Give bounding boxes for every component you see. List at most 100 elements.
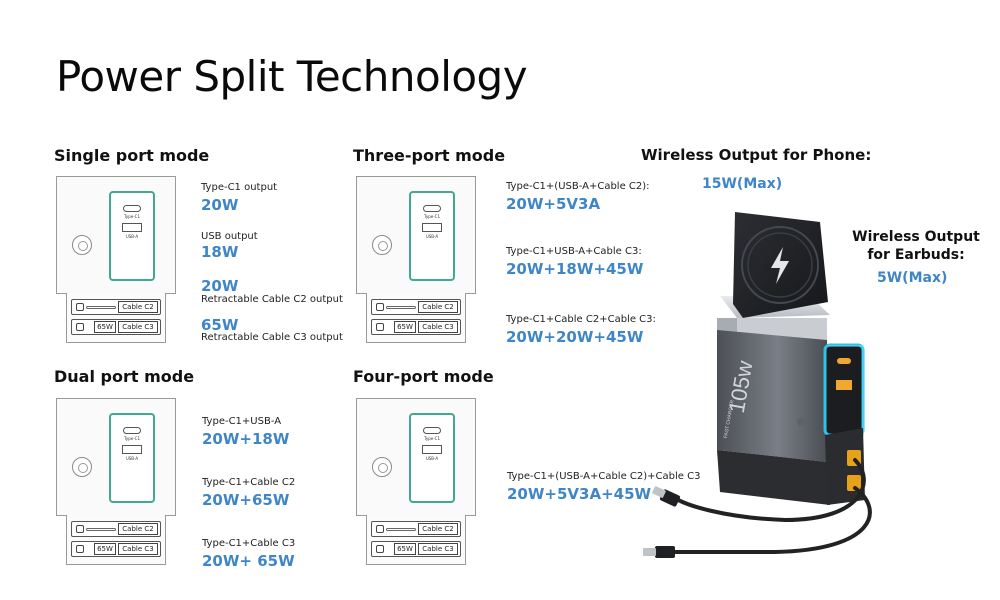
cable-c2-row: Cable C2 bbox=[71, 299, 161, 315]
cable-c3-label: Cable C3 bbox=[418, 543, 458, 555]
dual-port-heading: Dual port mode bbox=[54, 367, 195, 386]
cable-c2-row: Cable C2 bbox=[371, 521, 461, 537]
cable-c2-label: Cable C2 bbox=[118, 301, 158, 313]
cable-c3-label: Cable C3 bbox=[118, 543, 158, 555]
cable-compartment: Cable C2 65W Cable C3 bbox=[66, 293, 166, 343]
three-port-heading: Three-port mode bbox=[353, 146, 506, 165]
single-port-diagram: Type-C1 USB-A Cable C2 65W Cable C3 bbox=[56, 176, 176, 344]
three-value-1: 20W+5V3A bbox=[506, 195, 601, 213]
cable-c3-label: Cable C3 bbox=[118, 321, 158, 333]
dual-label-2: Type-C1+Cable C2 bbox=[202, 477, 296, 488]
single-value-4: 65W bbox=[201, 316, 239, 334]
watt-label: 65W bbox=[94, 543, 116, 555]
wireless-earbuds-heading: Wireless Output for Earbuds: bbox=[846, 228, 986, 264]
single-label-1: Type-C1 output bbox=[201, 182, 278, 193]
page-title: Power Split Technology bbox=[56, 52, 528, 101]
usb-a-label: USB-A bbox=[125, 456, 139, 461]
type-c1-label: Type-C1 bbox=[124, 214, 140, 219]
cable-connector-2 bbox=[643, 546, 675, 558]
cord-icon bbox=[386, 528, 416, 531]
cable-c2-row: Cable C2 bbox=[371, 299, 461, 315]
plug-icon bbox=[76, 303, 84, 311]
usb-a-label: USB-A bbox=[425, 456, 439, 461]
port-panel: Type-C1 USB-A bbox=[409, 191, 455, 281]
three-label-3: Type-C1+Cable C2+Cable C3: bbox=[506, 314, 656, 325]
wireless-earbuds-line2: for Earbuds: bbox=[867, 247, 965, 263]
single-label-3: Retractable Cable C2 output bbox=[201, 294, 343, 305]
cable-c3-row: 65W Cable C3 bbox=[71, 319, 161, 335]
watt-label: 65W bbox=[394, 321, 416, 333]
charger-main-body: 105w FAST CHARGER bbox=[717, 330, 830, 505]
type-c-port-icon bbox=[123, 205, 141, 212]
plug-icon bbox=[76, 545, 84, 553]
wireless-phone-value: 15W(Max) bbox=[702, 176, 783, 192]
cable-c2-label: Cable C2 bbox=[418, 523, 458, 535]
device-body: Type-C1 USB-A bbox=[56, 176, 176, 294]
usb-a-port-icon bbox=[122, 445, 142, 454]
single-label-4: Retractable Cable C3 output bbox=[201, 332, 343, 343]
single-value-2: 18W bbox=[201, 243, 239, 261]
four-label-1: Type-C1+(USB-A+Cable C2)+Cable C3 bbox=[507, 471, 701, 482]
dual-value-2: 20W+65W bbox=[202, 491, 290, 509]
cable-connector-1 bbox=[652, 486, 681, 507]
cable-c3-row: 65W Cable C3 bbox=[71, 541, 161, 557]
cable-c2-label: Cable C2 bbox=[118, 523, 158, 535]
type-c-port-icon bbox=[423, 205, 441, 212]
power-button-icon bbox=[72, 235, 92, 255]
single-value-1: 20W bbox=[201, 196, 239, 214]
retractable-cables bbox=[673, 458, 872, 554]
type-c-port-icon bbox=[123, 427, 141, 434]
glowing-port-panel bbox=[823, 343, 865, 437]
cord-icon bbox=[86, 528, 116, 531]
device-body: Type-C1 USB-A bbox=[56, 398, 176, 516]
plug-icon bbox=[376, 323, 384, 331]
type-c1-label: Type-C1 bbox=[424, 436, 440, 441]
charger-product-image: 105w FAST CHARGER bbox=[643, 212, 872, 558]
cord-icon bbox=[86, 306, 116, 309]
wireless-earbuds-line1: Wireless Output bbox=[852, 229, 980, 245]
four-port-heading: Four-port mode bbox=[353, 367, 494, 386]
wireless-phone-heading: Wireless Output for Phone: bbox=[641, 146, 872, 164]
watt-label: 65W bbox=[94, 321, 116, 333]
type-c-port-icon bbox=[423, 427, 441, 434]
cable-compartment: Cable C2 65W Cable C3 bbox=[366, 293, 466, 343]
cable-c3-row: 65W Cable C3 bbox=[371, 319, 461, 335]
usb-a-port-icon bbox=[422, 445, 442, 454]
dual-value-3: 20W+ 65W bbox=[202, 552, 295, 570]
port-panel: Type-C1 USB-A bbox=[409, 413, 455, 503]
cable-c3-label: Cable C3 bbox=[418, 321, 458, 333]
cable-c2-label: Cable C2 bbox=[418, 301, 458, 313]
dual-value-1: 20W+18W bbox=[202, 430, 290, 448]
single-value-3: 20W bbox=[201, 277, 239, 295]
plug-icon bbox=[76, 323, 84, 331]
device-body: Type-C1 USB-A bbox=[356, 176, 476, 294]
plug-icon bbox=[376, 525, 384, 533]
cord-icon bbox=[386, 306, 416, 309]
port-panel: Type-C1 USB-A bbox=[109, 413, 155, 503]
three-port-diagram: Type-C1 USB-A Cable C2 65W Cable C3 bbox=[356, 176, 476, 344]
cable-compartment: Cable C2 65W Cable C3 bbox=[366, 515, 466, 565]
device-body: Type-C1 USB-A bbox=[356, 398, 476, 516]
power-button-icon bbox=[797, 418, 805, 426]
four-port-diagram: Type-C1 USB-A Cable C2 65W Cable C3 bbox=[356, 398, 476, 566]
dual-port-diagram: Type-C1 USB-A Cable C2 65W Cable C3 bbox=[56, 398, 176, 566]
three-value-3: 20W+20W+45W bbox=[506, 328, 644, 346]
usb-a-port-icon bbox=[836, 380, 852, 390]
port-panel: Type-C1 USB-A bbox=[109, 191, 155, 281]
three-label-1: Type-C1+(USB-A+Cable C2): bbox=[506, 181, 650, 192]
type-c1-label: Type-C1 bbox=[424, 214, 440, 219]
single-port-heading: Single port mode bbox=[54, 146, 210, 165]
three-label-2: Type-C1+USB-A+Cable C3: bbox=[506, 246, 642, 257]
plug-icon bbox=[376, 303, 384, 311]
wireless-earbuds-value: 5W(Max) bbox=[877, 270, 948, 286]
watt-label: 65W bbox=[394, 543, 416, 555]
single-label-2: USB output bbox=[201, 231, 258, 242]
wireless-charging-pad bbox=[733, 212, 828, 318]
power-button-icon bbox=[372, 457, 392, 477]
power-button-icon bbox=[372, 235, 392, 255]
cable-c2-row: Cable C2 bbox=[71, 521, 161, 537]
plug-icon bbox=[76, 525, 84, 533]
four-value-1: 20W+5V3A+45W bbox=[507, 485, 652, 503]
usb-a-label: USB-A bbox=[425, 234, 439, 239]
usb-a-port-icon bbox=[122, 223, 142, 232]
